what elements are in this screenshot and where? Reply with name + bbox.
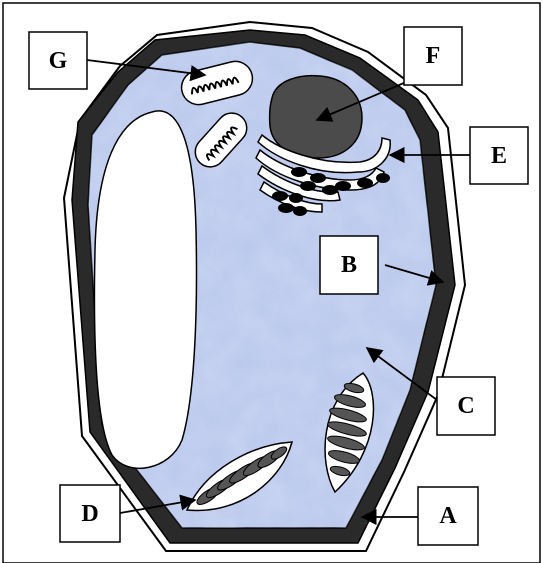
label-g-text: G	[49, 48, 68, 74]
label-a: A	[418, 487, 478, 545]
label-f-text: F	[426, 43, 441, 69]
label-c-text: C	[457, 393, 474, 419]
label-e: E	[470, 127, 528, 184]
label-f: F	[404, 27, 462, 85]
label-b-text: B	[341, 252, 357, 278]
label-e-text: E	[491, 143, 507, 169]
label-a-text: A	[439, 503, 457, 529]
label-g: G	[29, 32, 87, 89]
label-c: C	[437, 377, 495, 435]
label-d-text: D	[81, 501, 98, 527]
label-d: D	[60, 485, 120, 542]
nucleus	[270, 76, 362, 158]
vacuole	[94, 111, 196, 468]
label-b: B	[320, 236, 378, 294]
